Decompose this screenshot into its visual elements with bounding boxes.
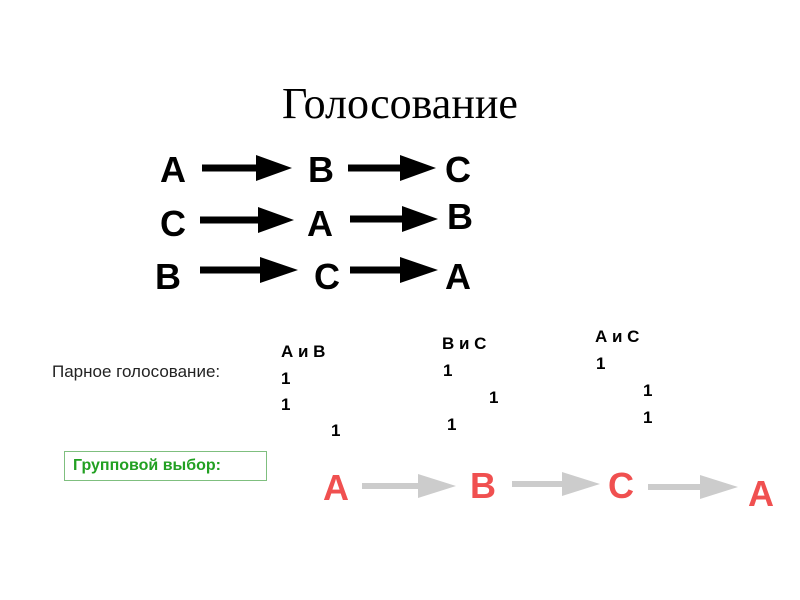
gray-arrow-icon (362, 474, 456, 498)
pair-bc-value-2: 1 (489, 388, 499, 407)
group-choice-label: Групповой выбор: (64, 451, 267, 481)
pair-bc-header: В и С (442, 334, 487, 353)
pair-ac-header: А и С (595, 327, 640, 346)
group-chain-item-1: A (323, 467, 349, 508)
pair-ab-value-1: 1 (281, 369, 291, 388)
pairwise-label: Парное голосование: (52, 362, 221, 381)
pair-bc-value-1: 1 (443, 361, 453, 380)
gray-arrow-icon (512, 472, 600, 496)
profile-2-pos-3: B (447, 196, 473, 237)
arrow-icon (200, 257, 298, 283)
arrow-icon (348, 155, 436, 181)
arrow-icon (202, 155, 292, 181)
group-chain-item-3: C (608, 465, 634, 506)
pair-ac-value-3: 1 (643, 408, 653, 427)
arrow-icon (350, 206, 438, 232)
pair-ac-value-2: 1 (643, 381, 653, 400)
profile-1-pos-3: C (445, 149, 471, 190)
profile-2-pos-1: C (160, 203, 186, 244)
pair-ab-header: А и В (281, 342, 326, 361)
group-chain-item-4: A (748, 473, 774, 514)
pair-ab-value-3: 1 (331, 421, 341, 440)
arrow-icon (350, 257, 438, 283)
arrow-icon (200, 207, 294, 233)
gray-arrow-icon (648, 475, 738, 499)
pair-ac-value-1: 1 (596, 354, 606, 373)
profile-1-pos-1: A (160, 149, 186, 190)
profile-1-pos-2: B (308, 149, 334, 190)
page-title: Голосование (282, 79, 518, 128)
pair-ab-value-2: 1 (281, 395, 291, 414)
profile-3-pos-3: A (445, 256, 471, 297)
profile-3-pos-2: C (314, 256, 340, 297)
group-chain-item-2: B (470, 465, 496, 506)
profile-3-pos-1: B (155, 256, 181, 297)
pair-bc-value-3: 1 (447, 415, 457, 434)
profile-2-pos-2: A (307, 203, 333, 244)
